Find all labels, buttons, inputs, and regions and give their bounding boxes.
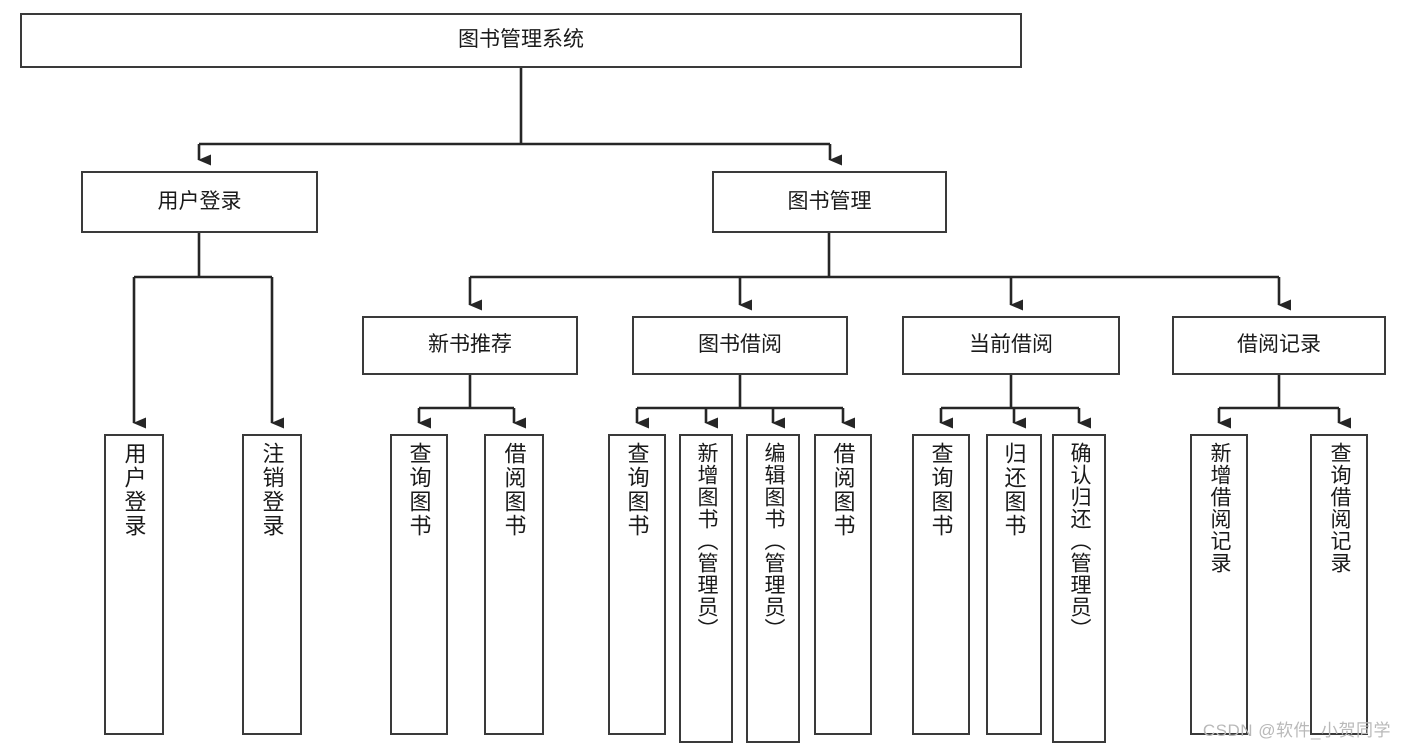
node-root-label: 图书管理系统 — [458, 28, 584, 52]
node-book-borrow-label: 图书借阅 — [698, 333, 782, 357]
node-leaf-user-logout[interactable]: 注销登录 — [242, 434, 302, 735]
node-leaf-add-book-label: 新增图书（管理员） — [695, 442, 719, 640]
node-leaf-add-record-label: 新增借阅记录 — [1208, 442, 1232, 574]
node-borrow-records[interactable]: 借阅记录 — [1172, 316, 1386, 375]
node-leaf-query-record-label: 查询借阅记录 — [1328, 442, 1352, 574]
node-leaf-user-login-label: 用户登录 — [121, 442, 147, 538]
node-current-borrow[interactable]: 当前借阅 — [902, 316, 1120, 375]
node-leaf-borrow-book-2-label: 借阅图书 — [830, 442, 856, 538]
node-book-borrow[interactable]: 图书借阅 — [632, 316, 848, 375]
node-leaf-user-logout-label: 注销登录 — [259, 442, 285, 538]
node-leaf-edit-book-label: 编辑图书（管理员） — [762, 442, 786, 640]
node-leaf-confirm-return-label: 确认归还（管理员） — [1068, 442, 1092, 640]
node-user-login[interactable]: 用户登录 — [81, 171, 318, 233]
node-leaf-query-book-3-label: 查询图书 — [928, 442, 954, 538]
node-leaf-return-book-label: 归还图书 — [1001, 442, 1027, 538]
node-book-management-label: 图书管理 — [787, 189, 872, 213]
node-leaf-query-book-2-label: 查询图书 — [624, 442, 650, 538]
node-borrow-records-label: 借阅记录 — [1237, 333, 1321, 357]
node-leaf-borrow-book-1[interactable]: 借阅图书 — [484, 434, 544, 735]
node-leaf-user-login[interactable]: 用户登录 — [104, 434, 164, 735]
node-new-book-recommend-label: 新书推荐 — [428, 333, 512, 357]
node-leaf-query-book-1-label: 查询图书 — [406, 442, 432, 538]
node-leaf-confirm-return[interactable]: 确认归还（管理员） — [1052, 434, 1106, 743]
node-leaf-add-book[interactable]: 新增图书（管理员） — [679, 434, 733, 743]
node-leaf-query-book-1[interactable]: 查询图书 — [390, 434, 448, 735]
node-leaf-add-record[interactable]: 新增借阅记录 — [1190, 434, 1248, 735]
node-user-login-label: 用户登录 — [157, 189, 242, 213]
node-leaf-borrow-book-2[interactable]: 借阅图书 — [814, 434, 872, 735]
node-leaf-return-book[interactable]: 归还图书 — [986, 434, 1042, 735]
node-book-management[interactable]: 图书管理 — [712, 171, 947, 233]
node-leaf-borrow-book-1-label: 借阅图书 — [501, 442, 527, 538]
node-root[interactable]: 图书管理系统 — [20, 13, 1022, 68]
node-leaf-edit-book[interactable]: 编辑图书（管理员） — [746, 434, 800, 743]
node-leaf-query-record[interactable]: 查询借阅记录 — [1310, 434, 1368, 735]
node-leaf-query-book-2[interactable]: 查询图书 — [608, 434, 666, 735]
node-current-borrow-label: 当前借阅 — [969, 333, 1053, 357]
node-new-book-recommend[interactable]: 新书推荐 — [362, 316, 578, 375]
node-leaf-query-book-3[interactable]: 查询图书 — [912, 434, 970, 735]
